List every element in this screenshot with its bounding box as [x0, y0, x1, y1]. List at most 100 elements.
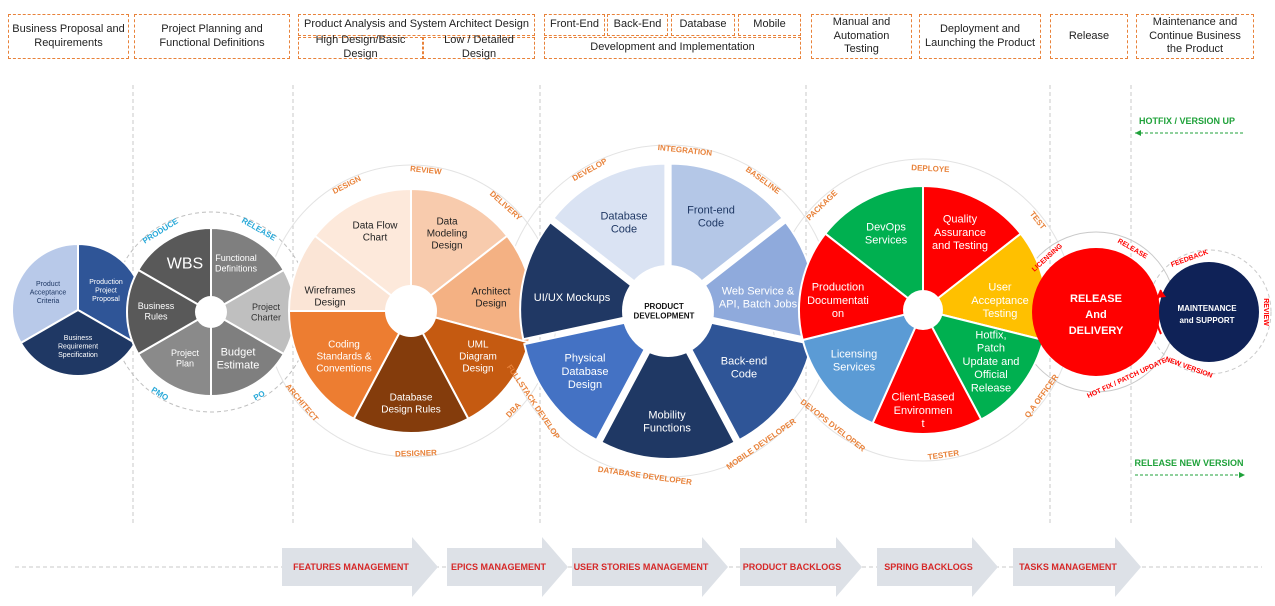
arrow-label: PRODUCT BACKLOGS	[743, 562, 842, 572]
seg-business-rules	[126, 268, 213, 356]
arrow-shape	[877, 537, 998, 597]
phase-analysis-title: Product Analysis and System Architect De…	[298, 14, 535, 36]
seg-database-code	[552, 162, 667, 308]
seg-acceptance-criteria	[11, 242, 79, 345]
wheels	[11, 162, 1259, 460]
hotfix-version-label: HOTFIX / VERSION UP	[1139, 116, 1235, 126]
phase-release: Release	[1050, 14, 1128, 59]
seg-production-documentation	[798, 232, 926, 342]
ring-label-qa-officer: Q.A OFFICER	[1023, 373, 1061, 420]
ring-label-integration: INTEGRATION	[657, 143, 712, 158]
ring-label-tester: TESTER	[927, 448, 960, 461]
ring-label-deploye: DEPLOYE	[911, 163, 950, 174]
arrow-label: TASKS MANAGEMENT	[1019, 562, 1117, 572]
phase-testing: Manual and Automation Testing	[811, 14, 912, 59]
phase-maintenance: Maintenance and Continue Business the Pr…	[1136, 14, 1254, 59]
hub-planning	[195, 296, 227, 328]
arrow-shape	[740, 537, 862, 597]
seg-project-plan	[136, 310, 212, 398]
ring-label-review: REVIEW	[1262, 298, 1269, 326]
hub-product-development	[622, 265, 714, 357]
arrow-shape	[282, 537, 438, 597]
ring-label-design: DESIGN	[331, 174, 363, 196]
phase-frontend: Front-End	[544, 14, 605, 36]
seg-licensing-services	[801, 308, 925, 425]
ring-label-pmo: PMO	[150, 385, 170, 402]
seg-functional-definitions	[210, 226, 286, 314]
ring-label-po: PO	[252, 389, 267, 403]
arrow-label: FEATURES MANAGEMENT	[293, 562, 409, 572]
hotfix-version-arrowhead	[1135, 130, 1141, 136]
seg-physical-database	[523, 313, 666, 442]
ring-label-delivery: DELIVERY	[488, 189, 524, 223]
phase-business-proposal: Business Proposal and Requirements	[8, 14, 129, 59]
ring-label-database-developer: DATABASE DEVELOPER	[597, 465, 692, 487]
release-circle	[1032, 248, 1160, 376]
seg-quality-assurance	[922, 184, 1023, 313]
arrow-label: EPICS MANAGEMENT	[451, 562, 547, 572]
seg-database-rules	[352, 308, 470, 434]
seg-budget-estimate	[210, 310, 286, 398]
phase-deployment: Deployment and Launching the Product	[919, 14, 1041, 59]
seg-wireframes	[287, 234, 414, 312]
ring-label-package: PACKAGE	[805, 188, 840, 222]
phase-low-design: Low / Detailed Design	[423, 34, 535, 60]
phase-high-design: High Design/Basic Design	[298, 34, 423, 60]
seg-coding-standards	[287, 310, 413, 421]
label-uiux-mockups: UI/UX Mockups	[534, 292, 611, 304]
hub-design	[385, 285, 437, 337]
seg-data-modeling	[410, 187, 509, 314]
ring-label-review: REVIEW	[410, 164, 443, 176]
ring-label-designer: DESIGNER	[395, 448, 437, 458]
release-new-version-arrowhead	[1239, 472, 1245, 478]
seg-wbs	[136, 226, 212, 314]
phase-database: Database	[671, 14, 735, 36]
seg-devops-services	[823, 184, 924, 313]
seg-data-flow	[313, 187, 412, 314]
release-new-version-label: RELEASE NEW VERSION	[1134, 458, 1243, 468]
label-webservice: Web Service &API, Batch Jobs	[719, 285, 798, 310]
arrow-label: USER STORIES MANAGEMENT	[574, 562, 709, 572]
seg-requirement-spec	[19, 308, 137, 377]
management-arrows: FEATURES MANAGEMENT EPICS MANAGEMENT USER …	[282, 537, 1141, 597]
hub-testing	[903, 290, 943, 330]
ring-maintenance	[1146, 249, 1272, 375]
phase-project-planning: Project Planning and Functional Definiti…	[134, 14, 290, 59]
phase-development-title: Development and Implementation	[544, 37, 801, 59]
seg-client-environment	[871, 307, 983, 435]
phase-mobile: Mobile	[738, 14, 801, 36]
ring-label-test: TEST	[1028, 210, 1048, 232]
arrow-shape	[447, 537, 568, 597]
maintenance-arc-arrowhead	[1156, 290, 1166, 298]
arrow-shape	[572, 537, 728, 597]
arrow-label: SPRING BACKLOGS	[884, 562, 973, 572]
